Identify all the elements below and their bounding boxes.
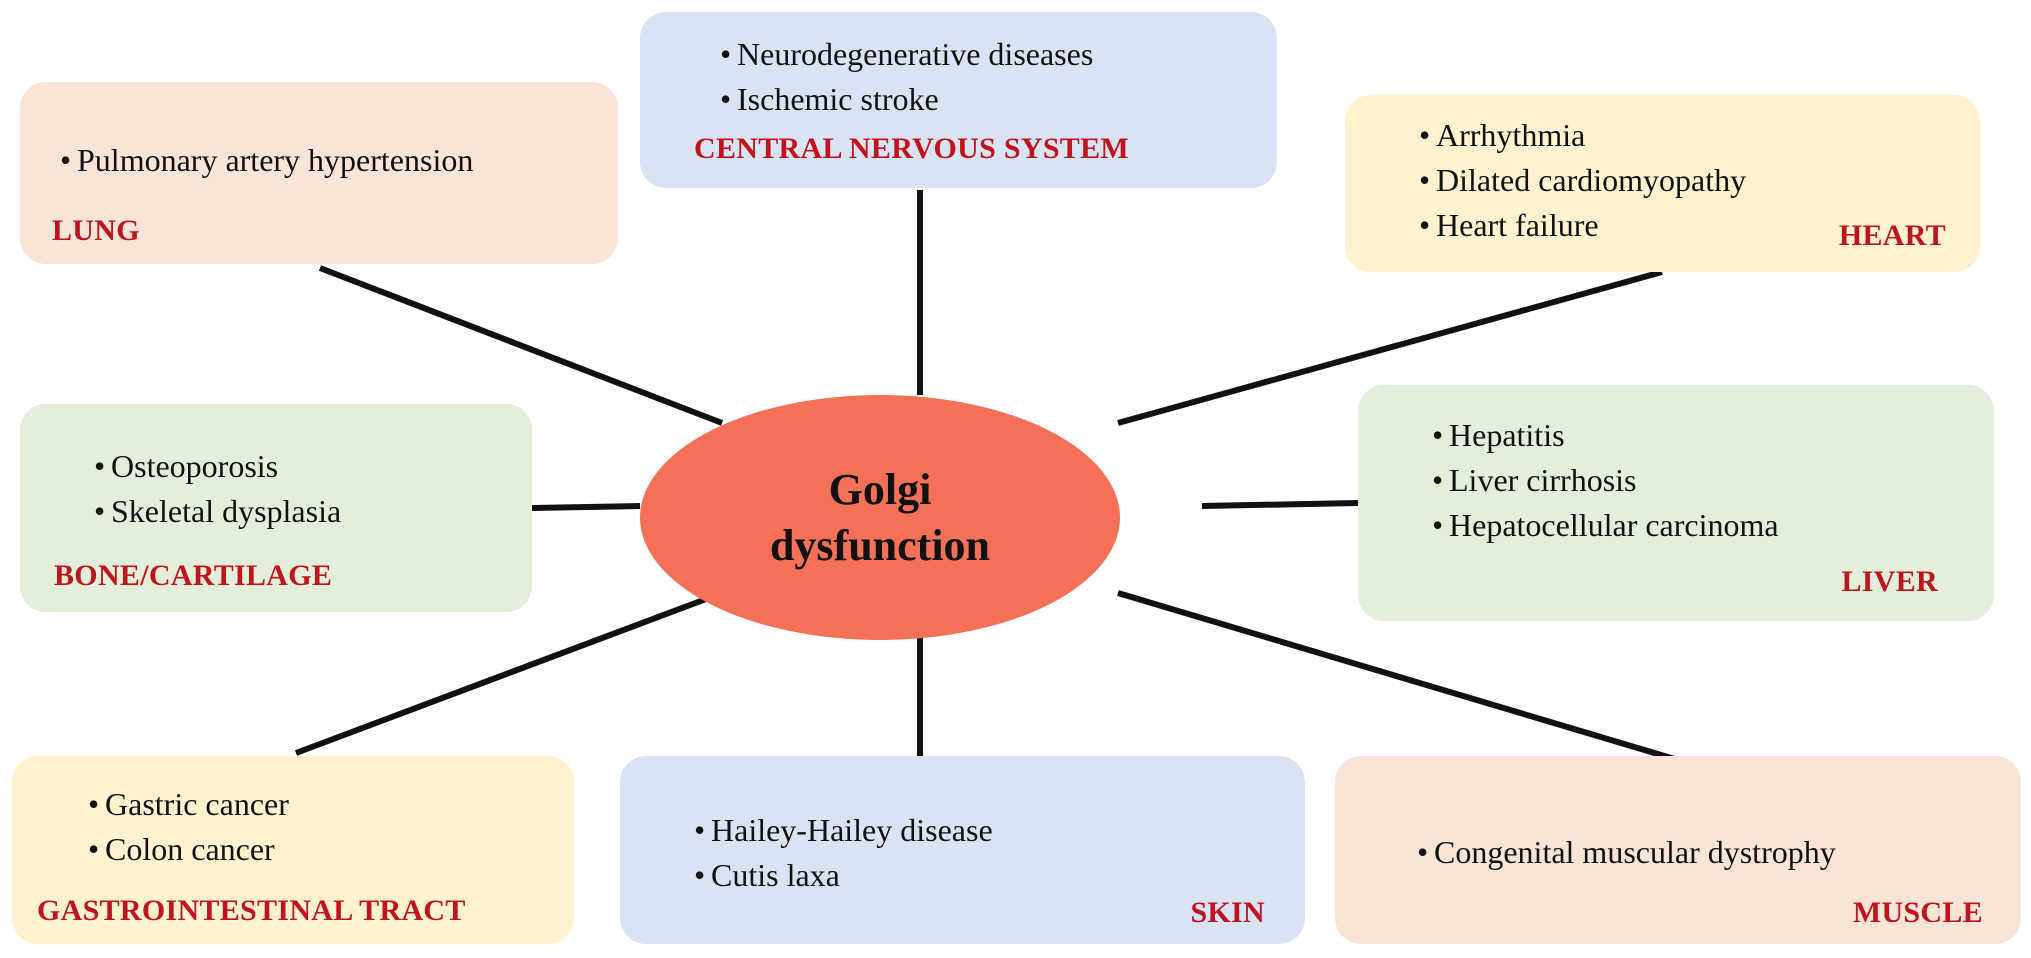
list-item: •Pulmonary artery hypertension xyxy=(60,138,473,183)
list-item-text: Gastric cancer xyxy=(105,786,289,822)
box-heart: •Arrhythmia•Dilated cardiomyopathy•Heart… xyxy=(1345,95,1980,272)
list-item-text: Cutis laxa xyxy=(711,857,840,893)
list-item: •Colon cancer xyxy=(88,827,289,872)
title-heart: HEART xyxy=(1838,219,1946,252)
bullet-icon: • xyxy=(694,812,706,848)
connector-bone xyxy=(531,503,641,511)
bullet-icon: • xyxy=(1419,162,1431,198)
bullet-icon: • xyxy=(1432,417,1444,453)
list-item-text: Congenital muscular dystrophy xyxy=(1434,834,1836,870)
list-skin: •Hailey-Hailey disease•Cutis laxa xyxy=(694,808,993,898)
golgi-dysfunction-hub: Golgi dysfunction xyxy=(640,395,1120,640)
list-item-text: Colon cancer xyxy=(105,831,275,867)
box-cns: •Neurodegenerative diseases•Ischemic str… xyxy=(640,12,1277,188)
list-item: •Hepatitis xyxy=(1432,413,1779,458)
list-item-text: Liver cirrhosis xyxy=(1449,462,1637,498)
list-item-text: Dilated cardiomyopathy xyxy=(1436,162,1747,198)
list-muscle: •Congenital muscular dystrophy xyxy=(1417,830,1836,875)
box-skin: •Hailey-Hailey disease•Cutis laxa SKIN xyxy=(620,756,1305,944)
title-bone: BONE/CARTILAGE xyxy=(54,559,333,592)
title-liver: LIVER xyxy=(1841,565,1938,598)
list-item: •Congenital muscular dystrophy xyxy=(1417,830,1836,875)
list-item: •Heart failure xyxy=(1419,203,1746,248)
bullet-icon: • xyxy=(1419,117,1431,153)
title-gi: GASTROINTESTINAL TRACT xyxy=(37,894,466,927)
list-item-text: Pulmonary artery hypertension xyxy=(77,142,474,178)
list-item: •Ischemic stroke xyxy=(720,77,1093,122)
bullet-icon: • xyxy=(694,857,706,893)
title-lung: LUNG xyxy=(52,214,140,247)
list-item: •Liver cirrhosis xyxy=(1432,458,1779,503)
list-item-text: Hailey-Hailey disease xyxy=(711,812,993,848)
box-bone: •Osteoporosis•Skeletal dysplasia BONE/CA… xyxy=(20,404,532,612)
list-lung: •Pulmonary artery hypertension xyxy=(60,138,473,183)
list-item: •Hailey-Hailey disease xyxy=(694,808,993,853)
list-item-text: Osteoporosis xyxy=(111,448,279,484)
list-item-text: Hepatitis xyxy=(1449,417,1565,453)
bullet-icon: • xyxy=(1419,207,1431,243)
box-lung: •Pulmonary artery hypertension LUNG xyxy=(20,82,618,264)
hub-label-line1: Golgi xyxy=(828,464,932,514)
bullet-icon: • xyxy=(720,81,732,117)
connector-heart xyxy=(1117,269,1663,426)
list-bone: •Osteoporosis•Skeletal dysplasia xyxy=(94,444,341,534)
list-liver: •Hepatitis•Liver cirrhosis•Hepatocellula… xyxy=(1432,413,1779,548)
list-gi: •Gastric cancer•Colon cancer xyxy=(88,782,289,872)
title-skin: SKIN xyxy=(1190,896,1265,929)
hub-label-line2: dysfunction xyxy=(769,520,991,570)
title-muscle: MUSCLE xyxy=(1852,896,1983,929)
title-cns: CENTRAL NERVOUS SYSTEM xyxy=(694,132,1130,165)
list-item: •Gastric cancer xyxy=(88,782,289,827)
list-cns: •Neurodegenerative diseases•Ischemic str… xyxy=(720,32,1093,122)
bullet-icon: • xyxy=(88,831,100,867)
bullet-icon: • xyxy=(720,36,732,72)
list-item-text: Heart failure xyxy=(1436,207,1599,243)
bullet-icon: • xyxy=(1417,834,1429,870)
bullet-icon: • xyxy=(94,493,106,529)
list-item: •Osteoporosis xyxy=(94,444,341,489)
bullet-icon: • xyxy=(88,786,100,822)
box-muscle: •Congenital muscular dystrophy MUSCLE xyxy=(1335,756,2021,944)
bullet-icon: • xyxy=(1432,507,1444,543)
list-item-text: Neurodegenerative diseases xyxy=(737,36,1094,72)
connector-lung xyxy=(318,265,724,426)
list-item-text: Arrhythmia xyxy=(1436,117,1586,153)
list-item: •Skeletal dysplasia xyxy=(94,489,341,534)
connector-gi xyxy=(294,590,724,756)
list-item: •Arrhythmia xyxy=(1419,113,1746,158)
list-item: •Hepatocellular carcinoma xyxy=(1432,503,1779,548)
bullet-icon: • xyxy=(60,142,72,178)
list-item-text: Ischemic stroke xyxy=(737,81,939,117)
bullet-icon: • xyxy=(1432,462,1444,498)
list-item: •Cutis laxa xyxy=(694,853,993,898)
list-heart: •Arrhythmia•Dilated cardiomyopathy•Heart… xyxy=(1419,113,1746,248)
list-item: •Neurodegenerative diseases xyxy=(720,32,1093,77)
bullet-icon: • xyxy=(94,448,106,484)
list-item: •Dilated cardiomyopathy xyxy=(1419,158,1746,203)
box-gi: •Gastric cancer•Colon cancer GASTROINTES… xyxy=(12,756,574,944)
list-item-text: Skeletal dysplasia xyxy=(111,493,342,529)
connector-muscle xyxy=(1117,590,1679,763)
box-liver: •Hepatitis•Liver cirrhosis•Hepatocellula… xyxy=(1358,385,1994,621)
connector-liver xyxy=(1201,500,1359,509)
list-item-text: Hepatocellular carcinoma xyxy=(1449,507,1779,543)
